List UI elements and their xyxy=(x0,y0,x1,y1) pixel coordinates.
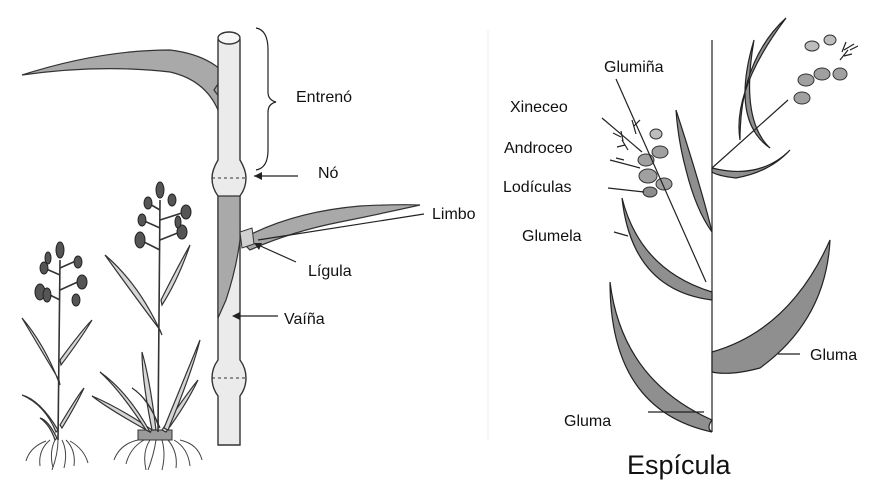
palea xyxy=(676,110,712,232)
lower-leaf-blade xyxy=(240,205,420,250)
spikelet xyxy=(602,18,858,432)
label-lodiculas: Lodículas xyxy=(503,179,572,196)
lemma xyxy=(622,198,712,300)
small-plant-right xyxy=(92,182,202,470)
small-plant-left xyxy=(22,242,92,470)
label-ligula: Lígula xyxy=(308,263,352,280)
label-glumela: Glumela xyxy=(522,228,582,245)
label-xineceo: Xineceo xyxy=(510,99,568,116)
stem-section xyxy=(22,28,424,445)
label-androceo: Androceo xyxy=(504,140,573,157)
label-espicula: Espícula xyxy=(627,450,732,480)
label-glumina: Glumiña xyxy=(604,59,664,76)
label-gluma-right: Gluma xyxy=(810,347,857,364)
label-no: Nó xyxy=(318,165,339,182)
label-limbo: Limbo xyxy=(432,206,476,223)
label-gluma-bottom: Gluma xyxy=(564,413,611,430)
label-vaina: Vaíña xyxy=(284,311,325,328)
glume-left xyxy=(610,282,712,432)
upper-leaf-blade xyxy=(22,50,236,110)
label-entreno: Entrenó xyxy=(296,89,352,106)
